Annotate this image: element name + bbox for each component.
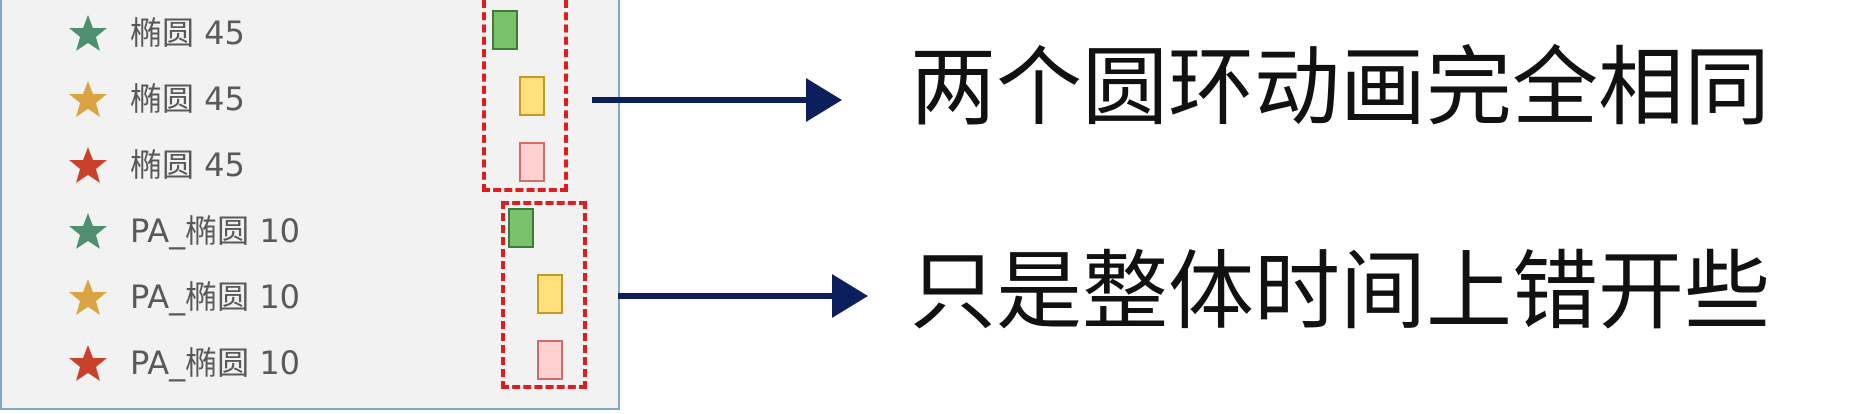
animation-item-label: 椭圆 45 (130, 80, 245, 118)
animation-item-row[interactable]: 椭圆 45 (2, 66, 602, 132)
annotation-top: 两个圆环动画完全相同 (910, 38, 1770, 138)
animation-item-row[interactable]: 椭圆 45 (2, 0, 602, 66)
highlight-box-bottom (501, 201, 587, 389)
star-effect-icon (69, 147, 107, 183)
annotation-bottom: 只是整体时间上错开些 (910, 242, 1770, 342)
star-shape (69, 213, 107, 249)
star-shape (69, 81, 107, 117)
arrow-head (832, 274, 868, 318)
star-shape (69, 345, 107, 381)
timeline-bar[interactable] (537, 340, 563, 380)
arrow-head (806, 78, 842, 122)
star-effect-icon (69, 213, 107, 249)
animation-item-label: 椭圆 45 (130, 146, 245, 184)
star-effect-icon (69, 81, 107, 117)
animation-item-row[interactable]: PA_椭圆 10 (2, 330, 602, 396)
animation-item-row[interactable]: PA_椭圆 10 (2, 198, 602, 264)
arrow-right-icon (618, 274, 868, 318)
timeline-bar[interactable] (508, 208, 534, 248)
timeline-bar[interactable] (492, 10, 518, 50)
animation-item-label: PA_椭圆 10 (130, 344, 301, 382)
animation-item-row[interactable]: 椭圆 45 (2, 132, 602, 198)
timeline-bar[interactable] (519, 76, 545, 116)
timeline-bar[interactable] (537, 274, 563, 314)
star-shape (69, 15, 107, 51)
star-shape (69, 147, 107, 183)
arrow-right-icon (592, 78, 842, 122)
star-effect-icon (69, 279, 107, 315)
star-shape (69, 279, 107, 315)
animation-item-label: PA_椭圆 10 (130, 212, 301, 250)
star-effect-icon (69, 15, 107, 51)
timeline-bar[interactable] (519, 142, 545, 182)
animation-item-row[interactable]: PA_椭圆 10 (2, 264, 602, 330)
animation-item-label: 椭圆 45 (130, 14, 245, 52)
animation-item-label: PA_椭圆 10 (130, 278, 301, 316)
animation-pane: 椭圆 45 椭圆 45 椭圆 45 PA_椭圆 10 PA_椭圆 10 (0, 0, 620, 410)
star-effect-icon (69, 345, 107, 381)
highlight-box-top (482, 0, 568, 192)
